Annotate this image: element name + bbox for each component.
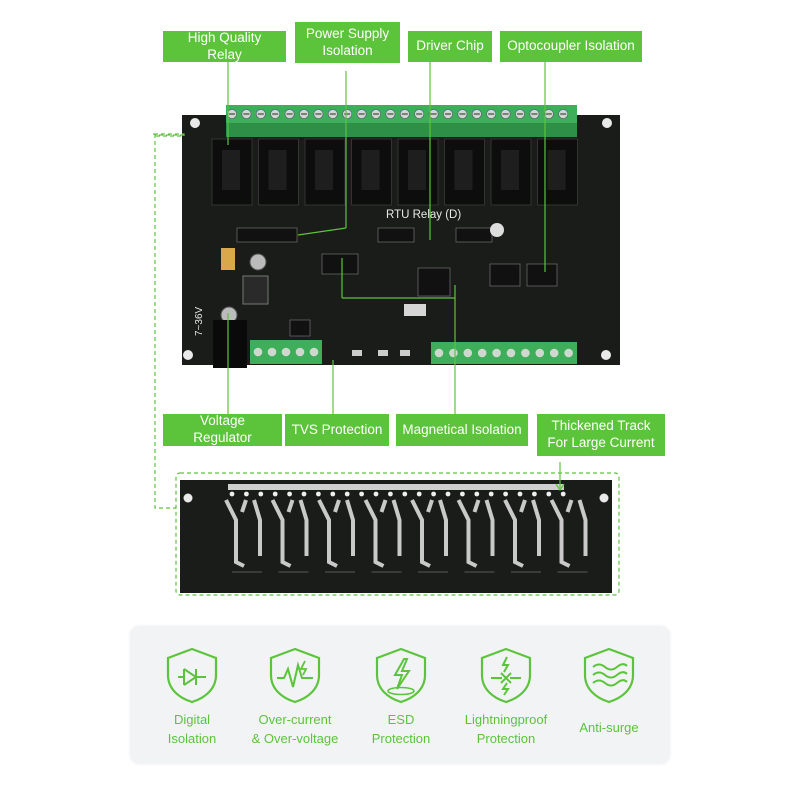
feature-anti-surge: Anti-surge: [554, 645, 664, 738]
label-thickened-track: Thickened Track For Large Current: [537, 414, 665, 456]
anti-surge-shield-icon: [583, 647, 635, 704]
board-title: RTU Relay (D): [386, 209, 462, 221]
feature-label-esd-protection: ESD Protection: [371, 712, 431, 746]
digital-isolation-shield-icon: [166, 647, 218, 704]
lightning-shield-icon: [480, 647, 532, 704]
feature-lightningproof: Lightningproof Protection: [451, 645, 561, 749]
feature-over-current: Over-current & Over-voltage: [240, 645, 350, 749]
feature-esd-protection: ESD Protection: [346, 645, 456, 749]
label-optocoupler-isolation: Optocoupler Isolation: [500, 31, 642, 62]
feature-label-over-current: Over-current & Over-voltage: [251, 712, 339, 746]
label-voltage-regulator: Voltage Regulator: [163, 413, 282, 446]
feature-label-digital-isolation: Digital Isolation: [167, 712, 217, 746]
label-tvs-protection: TVS Protection: [285, 414, 389, 446]
feature-label-lightningproof: Lightningproof Protection: [464, 712, 548, 746]
label-magnetical-isolation: Magnetical Isolation: [396, 414, 528, 446]
esd-shield-icon: [375, 647, 427, 704]
over-current-shield-icon: [269, 647, 321, 704]
label-high-quality-relay: High Quality Relay: [163, 30, 286, 62]
feature-digital-isolation: Digital Isolation: [137, 645, 247, 749]
label-driver-chip: Driver Chip: [408, 31, 492, 62]
label-power-supply-isolation: Power Supply Isolation: [295, 22, 400, 63]
feature-label-anti-surge: Anti-surge: [579, 720, 639, 735]
